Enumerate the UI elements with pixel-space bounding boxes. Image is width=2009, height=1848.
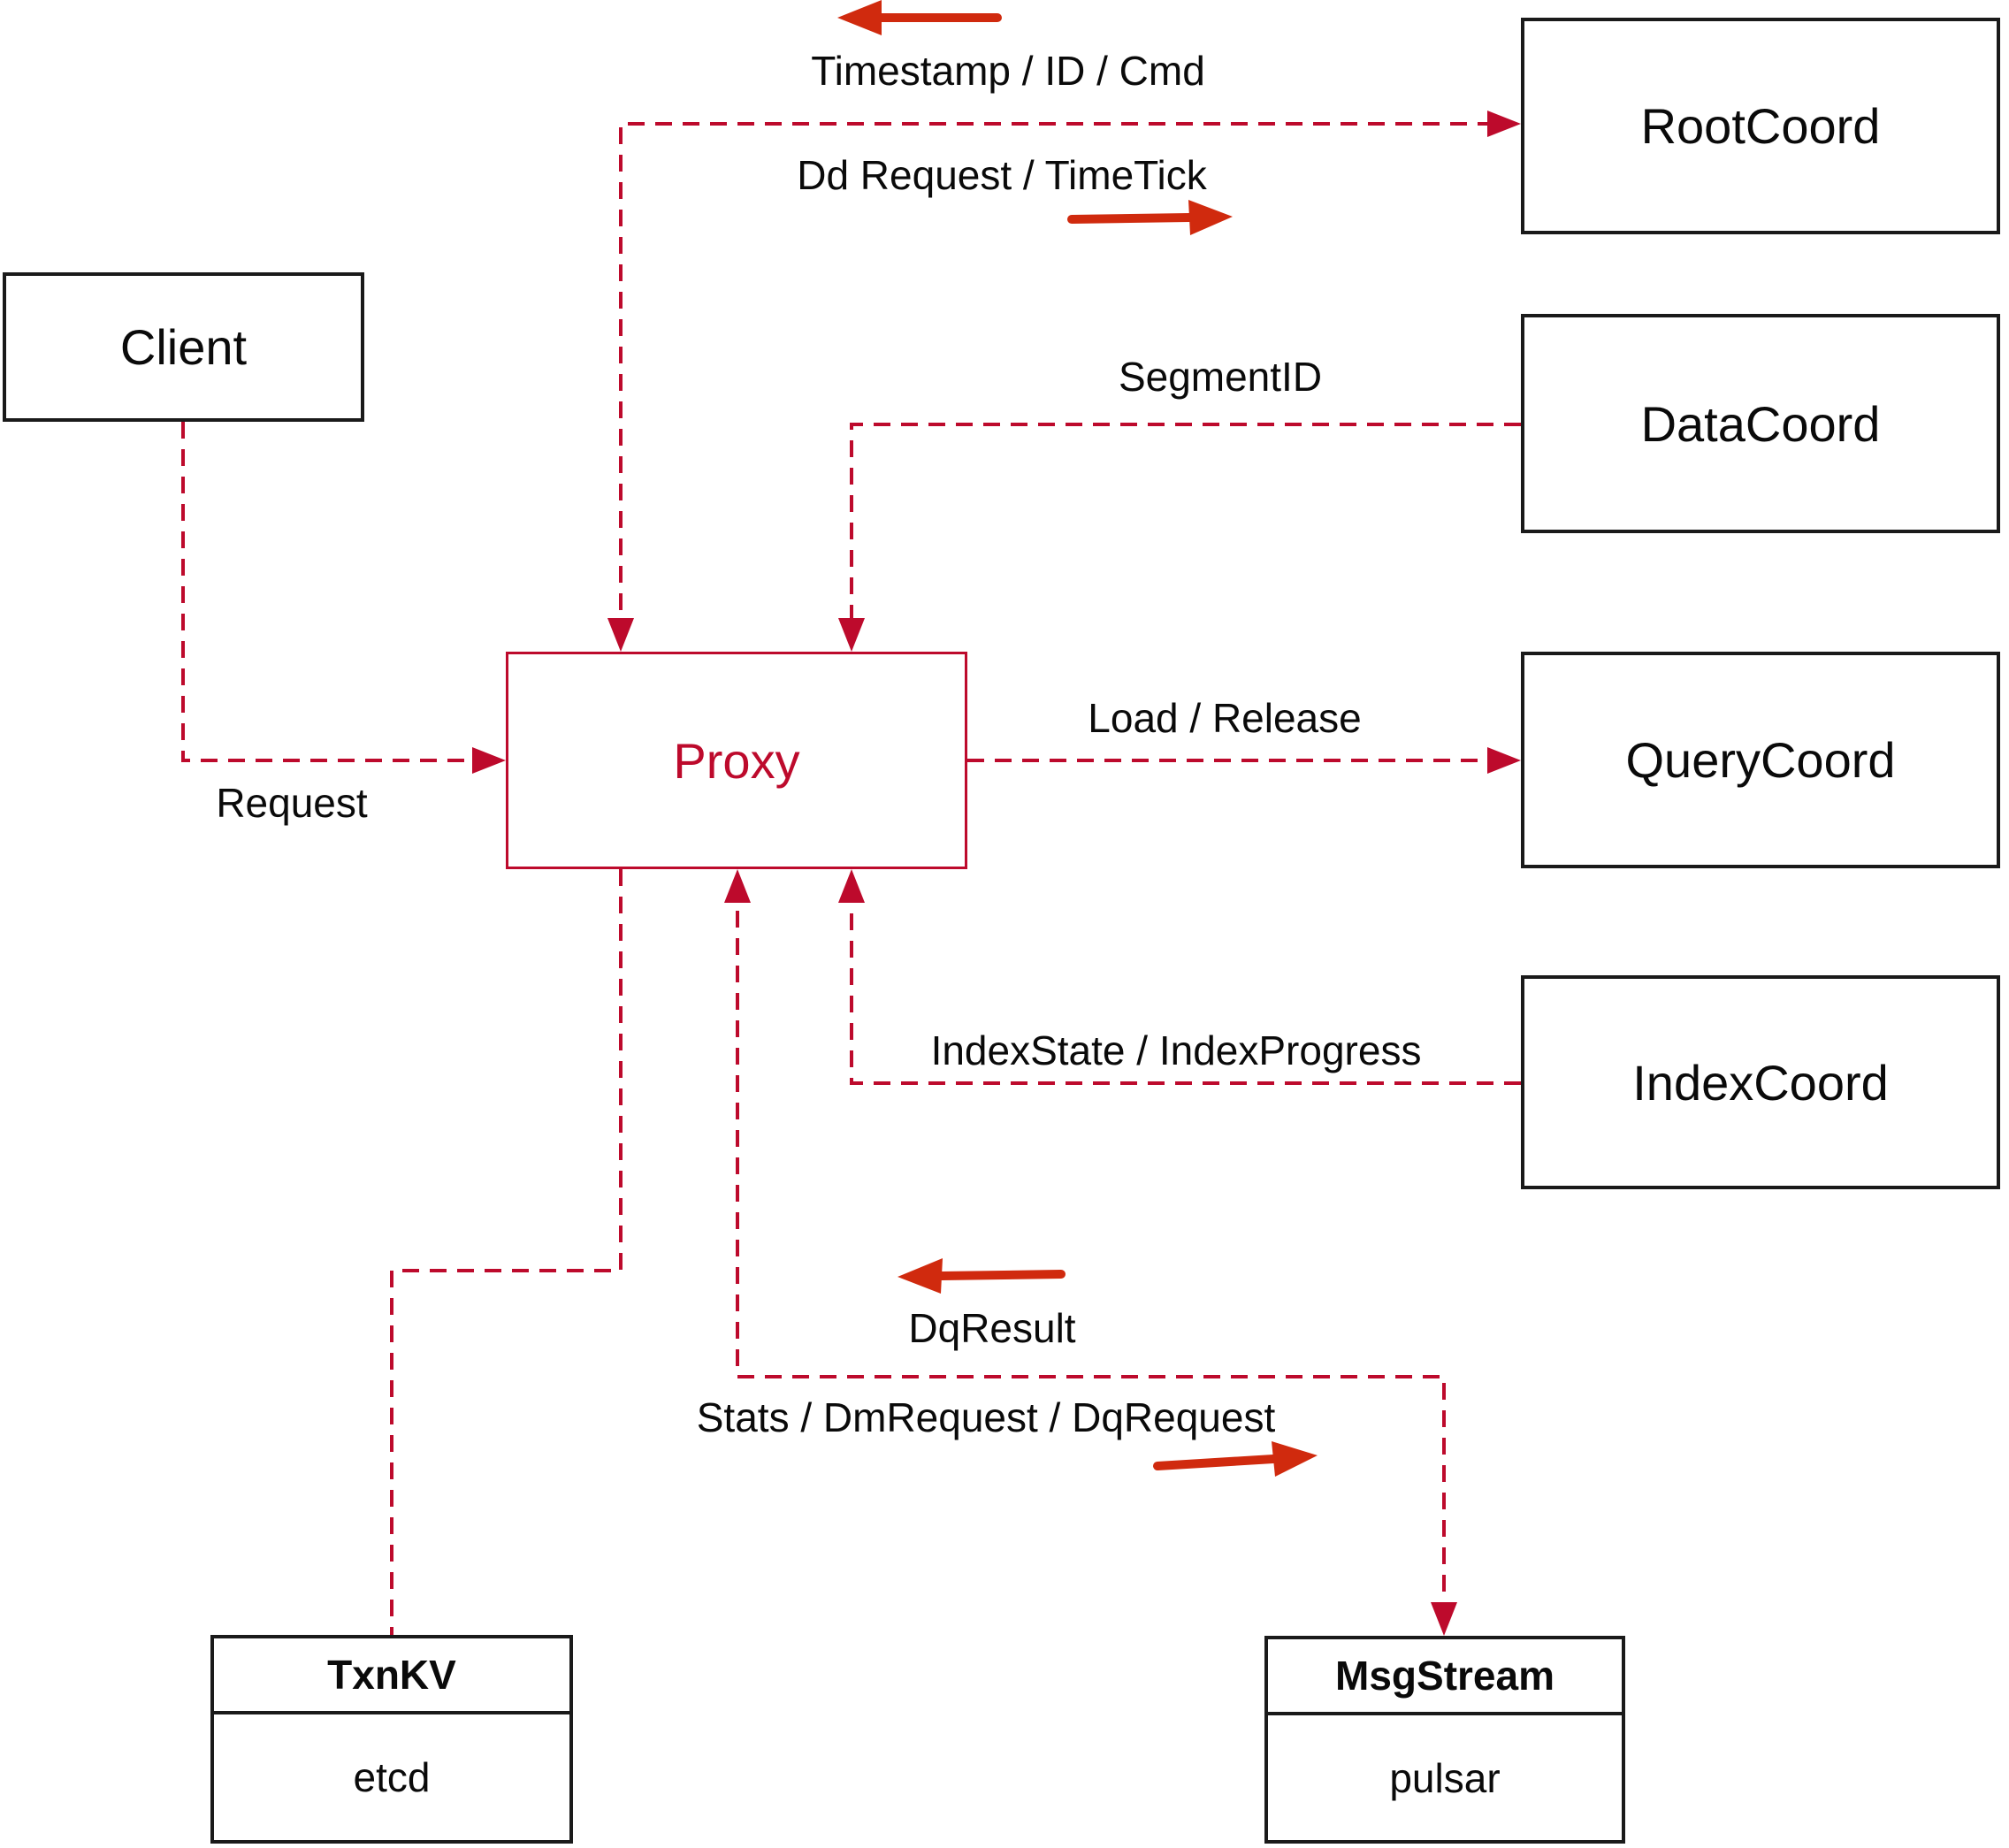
store-msgstream: MsgStream pulsar — [1264, 1636, 1625, 1844]
node-client: Client — [3, 272, 364, 422]
stats-direction-arrow — [1153, 1441, 1318, 1477]
edge-label-request: Request — [216, 780, 368, 826]
store-txnkv-title: TxnKV — [214, 1638, 569, 1714]
timestamp-direction-arrow — [837, 0, 1002, 35]
node-proxy-label: Proxy — [673, 732, 800, 789]
node-querycoord: QueryCoord — [1521, 652, 2000, 868]
store-txnkv: TxnKV etcd — [210, 1635, 573, 1844]
edge-label-dd-request: Dd Request / TimeTick — [797, 152, 1207, 198]
edge-msgstream-path — [736, 883, 1446, 1622]
edge-label-dq-result: DqResult — [908, 1305, 1076, 1351]
store-txnkv-body: etcd — [353, 1754, 431, 1800]
edge-rootcoord-arrowhead-down — [607, 618, 634, 652]
node-client-label: Client — [119, 319, 248, 375]
edge-request-arrowhead — [472, 747, 506, 774]
edge-msgstream-arrowhead-up — [724, 869, 751, 903]
edge-txnkv-path — [390, 869, 623, 1635]
edge-indexstate-path — [850, 883, 1521, 1085]
edge-msgstream-arrowhead-down — [1431, 1602, 1457, 1636]
node-datacoord: DataCoord — [1521, 314, 2000, 533]
edge-label-stats: Stats / DmRequest / DqRequest — [696, 1394, 1276, 1440]
edge-rootcoord-arrowhead-right — [1487, 111, 1521, 137]
node-querycoord-label: QueryCoord — [1625, 732, 1896, 788]
dd-request-direction-arrow — [1067, 200, 1233, 235]
edge-label-timestamp: Timestamp / ID / Cmd — [811, 48, 1205, 94]
dq-result-direction-arrow — [898, 1258, 1066, 1294]
edge-label-indexstate: IndexState / IndexProgress — [930, 1027, 1422, 1073]
node-indexcoord-label: IndexCoord — [1632, 1054, 1889, 1111]
edge-rootcoord-path — [619, 122, 1489, 638]
edge-request-path — [181, 422, 474, 762]
store-msgstream-title: MsgStream — [1268, 1639, 1622, 1715]
edge-indexstate-arrowhead — [838, 869, 865, 903]
node-datacoord-label: DataCoord — [1640, 395, 1881, 452]
node-rootcoord-label: RootCoord — [1640, 98, 1881, 154]
node-rootcoord: RootCoord — [1521, 18, 2000, 234]
node-proxy: Proxy — [506, 652, 967, 869]
node-indexcoord: IndexCoord — [1521, 975, 2000, 1189]
edge-segmentid-arrowhead — [838, 618, 865, 652]
edge-label-segmentid: SegmentID — [1118, 354, 1323, 400]
edge-label-load-release: Load / Release — [1088, 695, 1362, 741]
store-msgstream-body: pulsar — [1389, 1754, 1501, 1801]
edge-loadrelease-arrowhead — [1487, 747, 1521, 774]
edge-segmentid-path — [850, 423, 1521, 638]
